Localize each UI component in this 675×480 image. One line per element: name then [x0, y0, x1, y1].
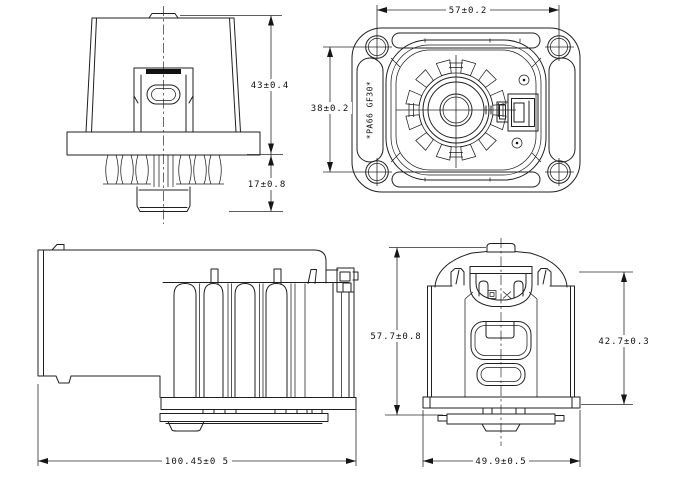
- side-ears: [450, 268, 552, 286]
- dome-and-tab: [434, 243, 568, 288]
- side-clip: [336, 267, 359, 293]
- seal-groove-outer: [385, 39, 547, 181]
- front-slot-lower-inner: [480, 367, 522, 382]
- dim-lines-top-view: [323, 5, 560, 173]
- connector-oval-inner: [151, 88, 176, 101]
- rib-pillars: [173, 283, 288, 398]
- text-recess-left: [356, 57, 384, 163]
- dim-lines-upper-front: [180, 15, 283, 212]
- connector-oval-outer: [146, 84, 181, 105]
- screw-hole: [511, 137, 523, 149]
- dim-text-bg: [473, 455, 529, 467]
- dim-text-bg: [368, 330, 424, 342]
- dim-text-bg: [446, 4, 490, 16]
- body-outline: [66, 13, 261, 156]
- front-slot-notch: [485, 321, 515, 339]
- connector-key-slot: [146, 69, 181, 74]
- front-slot-lower: [476, 363, 526, 386]
- dim-total-height: 57.7±0.8: [370, 332, 421, 342]
- bottom-foot: [167, 421, 205, 432]
- dim-side-length: 100.45±0 5: [165, 457, 229, 467]
- hub-inner: [442, 96, 470, 124]
- slot-recess-top: [391, 32, 541, 49]
- seal-groove-mid: [390, 44, 542, 176]
- shaft-boss: [136, 186, 191, 212]
- slot-recess-right: [548, 57, 576, 163]
- dim-text-bg: [308, 102, 352, 114]
- connector-recess: [133, 67, 194, 133]
- rotor-crosshair: [396, 55, 516, 168]
- corner-chamfers-and-ticks: [390, 38, 542, 182]
- screw-hole-dot: [515, 141, 519, 145]
- dim-body-height: 42.7±0.3: [598, 337, 649, 347]
- base-plates: [159, 397, 357, 424]
- dim-text-bg: [248, 79, 292, 91]
- dimensions: 43±0.4 17±0.8 57±0.2 38±0.2 100.45±0 5 5…: [37, 4, 652, 467]
- view-upper-front: [66, 6, 261, 224]
- slot-recess-bottom: [391, 171, 541, 188]
- bottom-foot: [481, 423, 521, 432]
- dim-lines-side-view: [37, 384, 357, 466]
- dim-text-bg: [596, 335, 652, 347]
- dim-text-bg: [245, 178, 289, 190]
- view-top: *PA66 GF30*: [351, 27, 581, 193]
- front-slot-upper-inner: [474, 325, 528, 356]
- screw-hole: [518, 74, 530, 86]
- base-flange-and-plates: [422, 396, 581, 425]
- body-sides: [427, 285, 575, 398]
- front-panel-edges: [464, 291, 538, 397]
- rotor-ring-outer: [422, 76, 490, 144]
- view-side: [37, 244, 359, 432]
- impeller-fingers: [103, 154, 224, 187]
- dim-lines-front-view: [385, 247, 633, 467]
- rotor-ring: [427, 81, 485, 139]
- top-pins: [210, 268, 317, 284]
- material-label: *PA66 GF30*: [366, 81, 375, 139]
- front-slot-upper: [470, 321, 532, 360]
- dim-lower-height: 17±0.8: [248, 180, 287, 190]
- dim-text-bg: [162, 455, 232, 467]
- screw-hole-dot: [522, 78, 526, 82]
- hub-outer: [439, 93, 473, 127]
- rotor: [396, 55, 516, 168]
- dim-upper-height: 43±0.4: [251, 81, 290, 91]
- marking-icons: [487, 290, 512, 299]
- dim-top-width: 57±0.2: [449, 6, 488, 16]
- connector-bowl: [469, 266, 533, 307]
- view-front: [422, 238, 581, 446]
- terminal-connector: [485, 93, 539, 132]
- hole-crosshairs: [376, 46, 574, 186]
- dim-front-width: 49.9±0.5: [475, 457, 526, 467]
- body-edge-lines: [199, 283, 342, 398]
- dim-top-depth: 38±0.2: [311, 104, 350, 114]
- vane-base-ring: [418, 72, 494, 148]
- housing-outline: [37, 244, 355, 398]
